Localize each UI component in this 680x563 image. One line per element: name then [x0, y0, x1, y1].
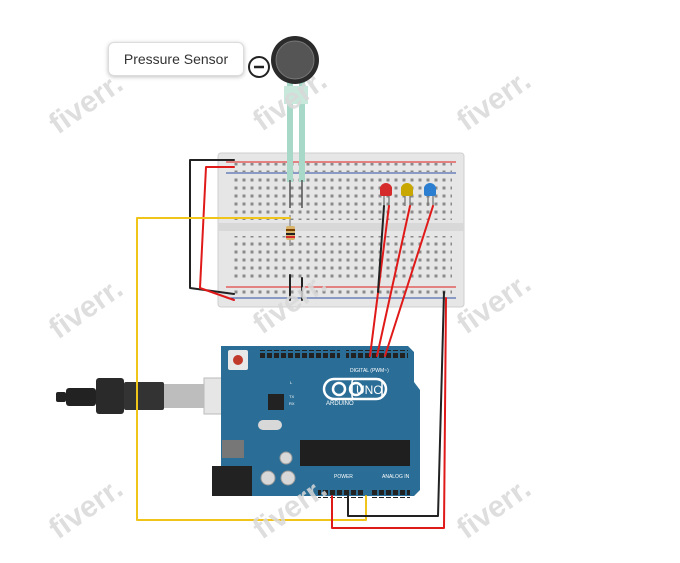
wire-red-led-2[interactable] [376, 205, 411, 357]
wire-red-led-3[interactable] [384, 205, 434, 357]
watermark-text: fiverr. [451, 472, 537, 546]
led-blue[interactable] [424, 183, 436, 206]
digital-header-label: DIGITAL (PWM~) [350, 368, 389, 374]
watermark-text: fiverr. [43, 67, 129, 141]
watermark-text: fiverr. [43, 272, 129, 346]
arduino-uno-board[interactable] [212, 346, 420, 498]
board-brand-text: ARDUINO [326, 401, 354, 407]
wire-red-5v-right[interactable] [331, 297, 447, 529]
analog-header-label: ANALOG IN [382, 474, 410, 480]
led-yellow[interactable] [401, 183, 413, 206]
led-red[interactable] [380, 183, 392, 206]
breadboard[interactable] [217, 152, 465, 308]
wire-black-ground-right[interactable] [347, 291, 445, 517]
component-tooltip: Pressure Sensor [108, 42, 244, 76]
pressure-sensor[interactable] [271, 36, 319, 208]
usb-cable[interactable] [56, 377, 249, 415]
resistor[interactable] [286, 215, 295, 246]
l-led-label: L [290, 380, 293, 385]
watermark-text: fiverr. [451, 64, 537, 138]
component-tooltip-label: Pressure Sensor [123, 51, 229, 67]
wires [136, 159, 447, 529]
wire-black-led-ground[interactable] [377, 205, 385, 293]
wire-yellow-sensor-to-analog[interactable] [136, 217, 367, 521]
rx-led-label: RX [289, 401, 295, 406]
tx-led-label: TX [289, 394, 294, 399]
wire-red-breadboard-left[interactable] [199, 166, 235, 301]
board-logo-text: UNO [356, 383, 383, 397]
watermark-text: fiverr. [43, 472, 129, 546]
remove-component-button[interactable] [248, 56, 270, 78]
power-header-label: POWER [334, 474, 353, 480]
wire-black-breadboard-left[interactable] [189, 159, 235, 295]
